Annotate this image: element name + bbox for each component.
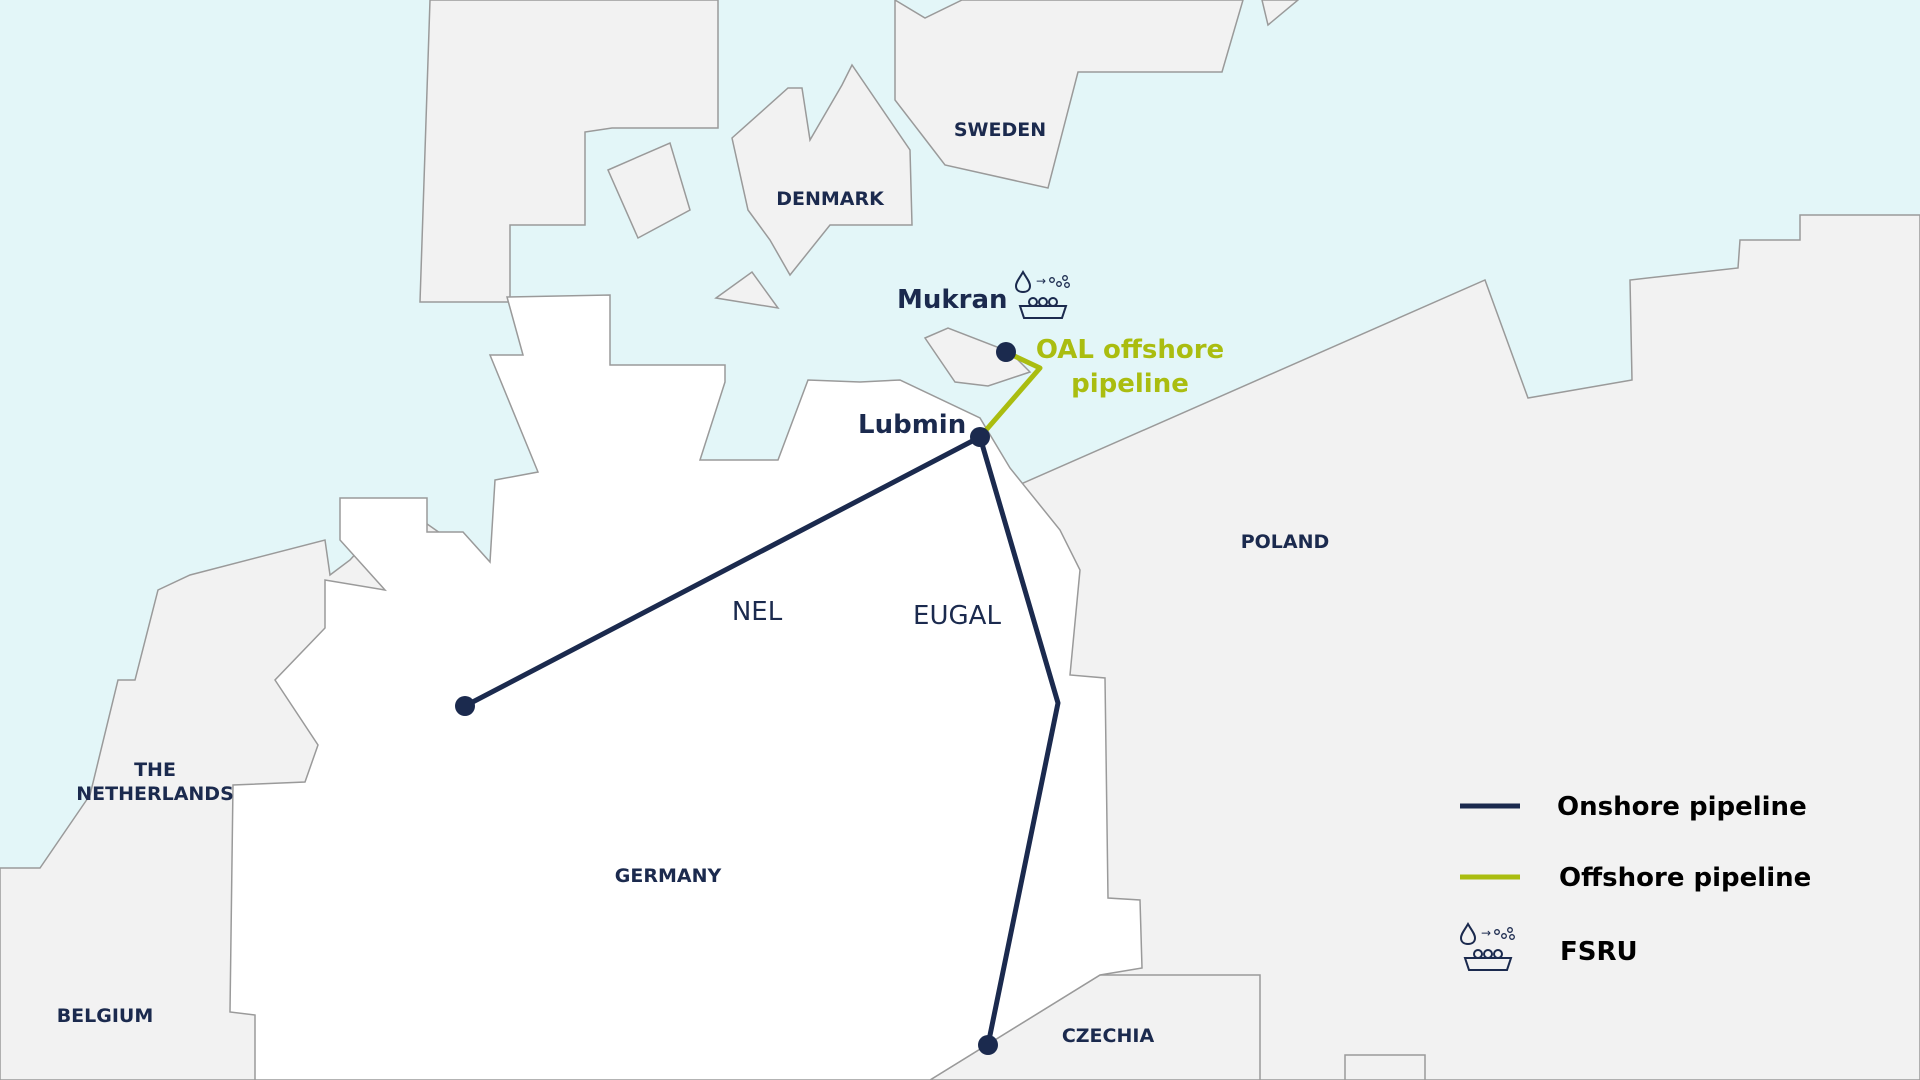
denmark-island-funen [607,141,691,240]
legend: Onshore pipeline Offshore pipeline → FSR… [1459,792,1811,971]
label-oal-line1: OAL offshore [1036,335,1224,365]
sweden-land [894,0,1244,189]
legend-fsru-icon: → [1459,921,1515,971]
poland-land [1009,214,1920,1080]
label-sweden: SWEDEN [954,119,1046,141]
eugal-endpoint-node [978,1035,998,1055]
arrow-icon: → [1036,274,1046,288]
label-oal-line2: pipeline [1071,369,1189,399]
label-denmark: DENMARK [776,188,885,210]
label-poland: POLAND [1241,531,1330,553]
svg-text:→: → [1481,926,1491,940]
gas-icon [1049,275,1070,288]
denmark-island-zealand [731,63,913,277]
label-mukran: Mukran [897,285,1008,315]
legend-onshore-label: Onshore pipeline [1557,792,1807,822]
legend-offshore-label: Offshore pipeline [1559,863,1811,893]
label-netherlands-line1: THE [134,759,176,781]
nel-endpoint-node [455,696,475,716]
eugal-pipeline [977,434,1061,1048]
rugen-island [923,327,1032,387]
label-lubmin: Lubmin [858,410,966,440]
legend-fsru-label: FSRU [1560,937,1638,967]
liquid-drop-icon [1014,269,1032,294]
label-nel: NEL [732,597,783,627]
jutland-land [419,0,719,303]
label-eugal: EUGAL [913,601,1001,631]
oal-offshore-pipeline [978,349,1043,439]
fsru-icon: → [1014,269,1070,319]
czechia-small-patch [1344,1054,1426,1080]
germany-land [229,294,1143,1080]
label-netherlands-line2: NETHERLANDS [76,783,234,805]
nel-pipeline [462,434,983,709]
sweden-land-east [1261,0,1300,27]
label-belgium: BELGIUM [57,1005,154,1027]
lubmin-node [970,427,990,447]
ship-icon [1018,297,1068,319]
label-germany: GERMANY [615,865,722,887]
denmark-island-south [714,270,780,310]
label-czechia: CZECHIA [1062,1025,1155,1047]
mukran-node [996,342,1016,362]
